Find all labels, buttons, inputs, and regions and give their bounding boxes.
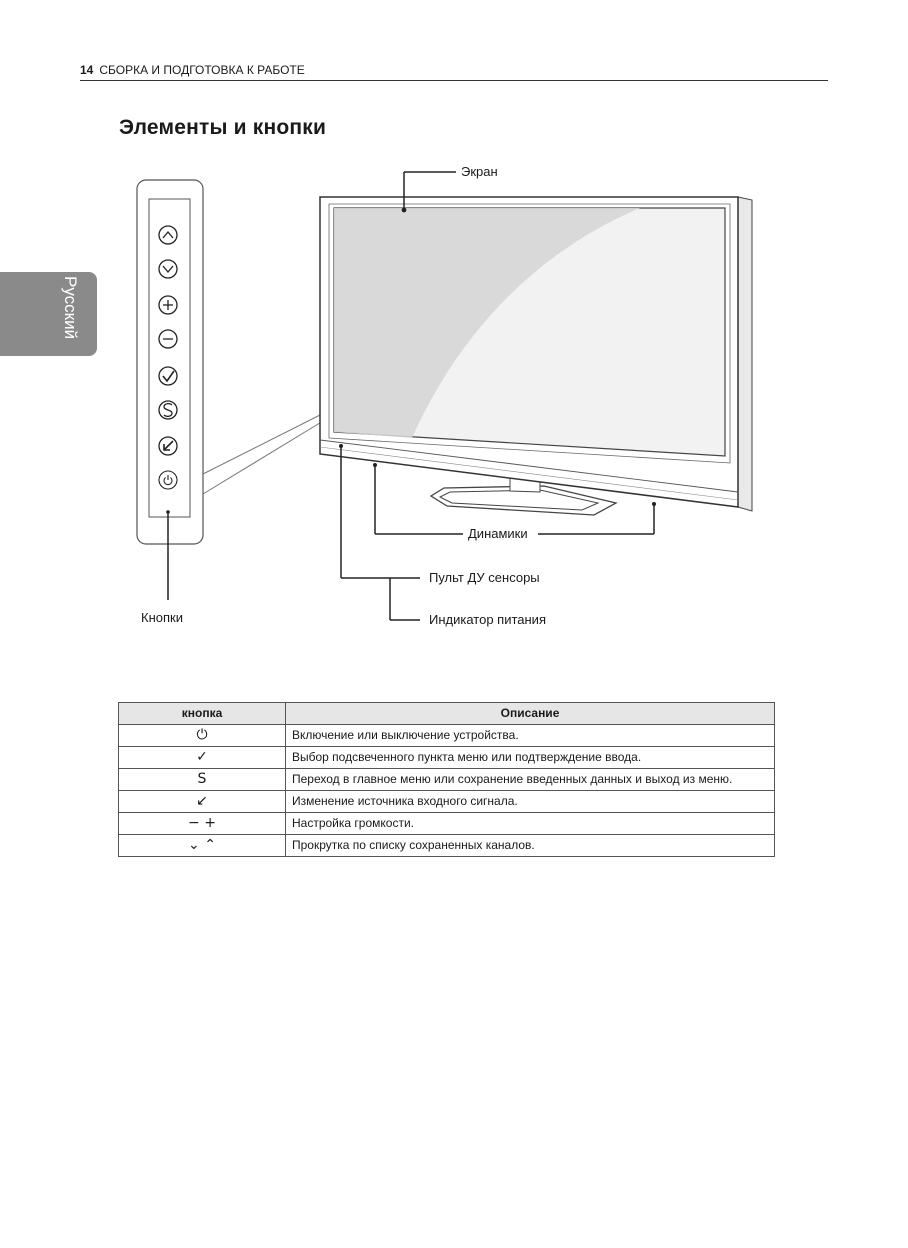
label-screen: Экран xyxy=(461,164,498,179)
tv-body xyxy=(319,196,753,512)
label-power-indicator: Индикатор питания xyxy=(429,612,546,627)
language-side-tab: Русский xyxy=(0,272,97,356)
tv-diagram xyxy=(136,171,753,621)
table-row: ⏻ Включение или выключение устройства. xyxy=(118,724,775,747)
power-icon: ⏻ xyxy=(196,727,208,743)
channel-down-up-icon: ⌄ ⌃ xyxy=(188,837,216,853)
row-description: Настройка громкости. xyxy=(285,812,775,835)
panel-button-ok xyxy=(158,366,178,386)
row-description: Прокрутка по списку сохраненных каналов. xyxy=(285,834,775,857)
table-row: S Переход в главное меню или сохранение … xyxy=(118,768,775,791)
tv-stand xyxy=(429,477,618,516)
language-label: Русский xyxy=(61,276,80,340)
settings-s-icon: S xyxy=(197,771,207,787)
control-panel-face xyxy=(148,198,191,518)
row-description: Переход в главное меню или сохранение вв… xyxy=(285,768,775,791)
check-icon: ✓ xyxy=(196,749,208,765)
page-number: 14 xyxy=(80,63,94,77)
panel-button-down xyxy=(158,259,178,279)
column-header-description: Описание xyxy=(285,702,775,725)
row-description: Изменение источника входного сигнала. xyxy=(285,790,775,813)
panel-button-up xyxy=(158,225,178,245)
label-remote-sensor: Пульт ДУ сенсоры xyxy=(429,570,540,585)
button-description-table: кнопка Описание ⏻ Включение или выключен… xyxy=(118,702,775,857)
column-header-button: кнопка xyxy=(118,702,286,725)
panel-button-plus xyxy=(158,295,178,315)
section-title: СБОРКА И ПОДГОТОВКА К РАБОТЕ xyxy=(99,63,305,77)
table-row: − + Настройка громкости. xyxy=(118,812,775,835)
table-header-row: кнопка Описание xyxy=(118,702,775,725)
label-speakers: Динамики xyxy=(468,526,528,541)
row-description: Включение или выключение устройства. xyxy=(285,724,775,747)
table-row: ↙ Изменение источника входного сигнала. xyxy=(118,790,775,813)
page-title: Элементы и кнопки xyxy=(119,116,327,139)
volume-minus-plus-icon: − + xyxy=(188,815,216,831)
row-description: Выбор подсвеченного пункта меню или подт… xyxy=(285,746,775,769)
panel-button-power xyxy=(158,470,178,490)
panel-button-settings xyxy=(158,400,178,420)
label-buttons: Кнопки xyxy=(141,610,183,625)
table-row: ⌄ ⌃ Прокрутка по списку сохраненных кана… xyxy=(118,834,775,857)
panel-button-input xyxy=(158,436,178,456)
table-row: ✓ Выбор подсвеченного пункта меню или по… xyxy=(118,746,775,769)
panel-button-minus xyxy=(158,329,178,349)
input-arrow-icon: ↙ xyxy=(196,793,208,809)
page-header: 14 СБОРКА И ПОДГОТОВКА К РАБОТЕ xyxy=(80,62,828,81)
